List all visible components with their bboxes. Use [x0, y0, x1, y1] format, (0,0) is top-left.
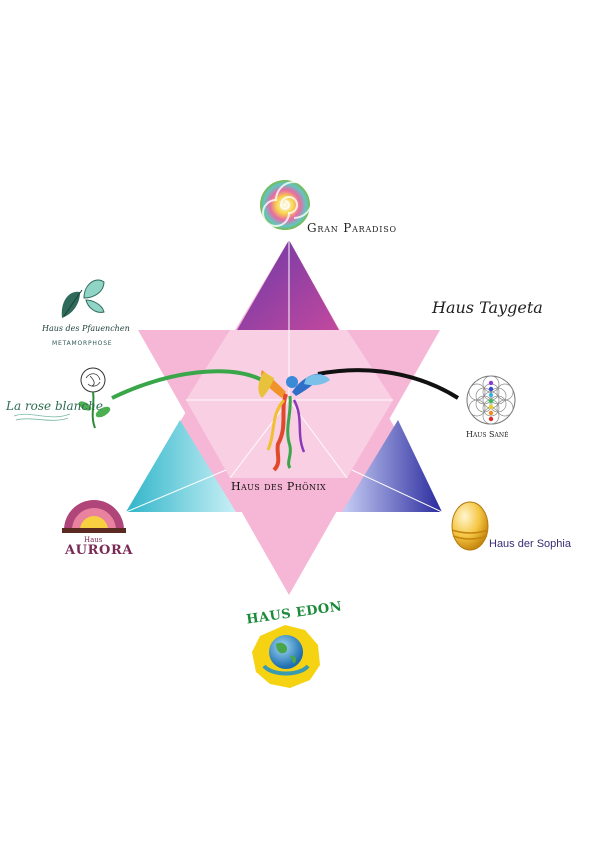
aurora-label: AURORA — [65, 543, 134, 558]
earth-in-hands-icon — [252, 625, 320, 688]
feather-butterfly-icon — [61, 279, 105, 318]
golden-egg-icon — [451, 501, 489, 551]
gran-paradiso-label: Gran Paradiso — [307, 221, 397, 235]
white-rose-icon — [13, 367, 111, 429]
haus-taygeta-label: Haus Taygeta — [432, 298, 543, 317]
rainbow-spiral-icon — [260, 180, 313, 230]
top-segment — [237, 240, 339, 330]
phoenix-icon — [258, 370, 330, 472]
la-rose-blanche-label: La rose blanche — [6, 399, 103, 413]
right-segment — [342, 420, 442, 512]
green-connector-line — [111, 369, 263, 400]
aurora-haus-label: Haus — [84, 536, 103, 544]
left-segment — [126, 420, 236, 512]
metamorphose-label: METAMORPHOSE — [52, 340, 113, 347]
haus-sane-label: Haus Sané — [466, 430, 509, 439]
black-connector-line — [317, 368, 460, 400]
chakra-dots — [488, 380, 494, 422]
sunrise-icon — [62, 500, 126, 533]
haus-des-pfauenchen-label: Haus des Pfauenchen — [42, 324, 130, 333]
haus-des-phoenix-label: Haus des Phönix — [231, 480, 327, 493]
haus-der-sophia-label: Haus der Sophia — [489, 538, 571, 550]
